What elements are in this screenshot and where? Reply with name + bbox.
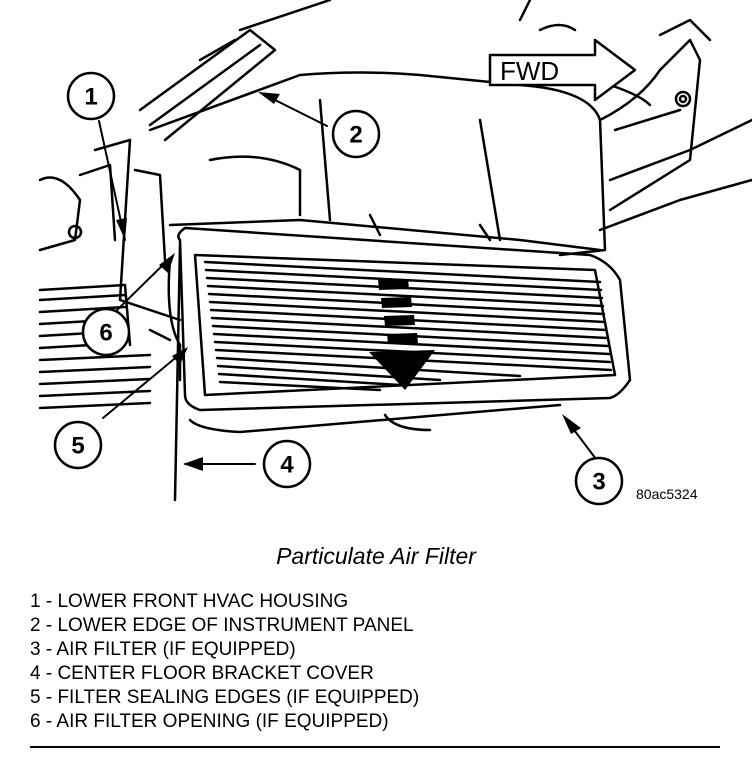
legend-list: 1 - LOWER FRONT HVAC HOUSING 2 - LOWER E… — [30, 590, 419, 734]
legend-item: 6 - AIR FILTER OPENING (IF EQUIPPED) — [30, 711, 389, 732]
callout-3-number: 3 — [592, 469, 605, 496]
figure-reference-code: 80ac5324 — [636, 486, 698, 502]
leader-arrowheads — [116, 92, 581, 471]
instrument-panel-lower-edge — [138, 0, 332, 142]
callout-3-circle — [574, 456, 624, 506]
callout-6-number: 6 — [99, 320, 112, 347]
removal-direction-arrow — [369, 279, 435, 390]
callout-numbers: 1 2 3 4 5 6 — [71, 84, 605, 496]
callout-4-circle — [262, 439, 312, 489]
legend-item: 1 - LOWER FRONT HVAC HOUSING — [30, 591, 349, 612]
legend-item: 5 - FILTER SEALING EDGES (IF EQUIPPED) — [30, 687, 420, 708]
fwd-label: FWD — [500, 56, 559, 86]
callout-2-number: 2 — [349, 122, 362, 149]
bottom-divider — [30, 746, 720, 748]
legend-item: 4 - CENTER FLOOR BRACKET COVER — [30, 663, 374, 684]
air-filter — [177, 226, 632, 434]
callout-5-circle — [53, 420, 103, 470]
callout-circles — [53, 71, 624, 506]
right-side-structure — [518, 0, 752, 232]
air-filter-illustration: 1 2 3 4 5 6 FWD — [38, 0, 752, 506]
legend-item: 3 - AIR FILTER (IF EQUIPPED) — [30, 639, 296, 660]
legend-item: 2 - LOWER EDGE OF INSTRUMENT PANEL — [30, 615, 414, 636]
callout-6-circle — [81, 307, 131, 357]
figure-title: Particulate Air Filter — [276, 543, 476, 569]
callout-4-number: 4 — [280, 452, 294, 479]
callout-5-number: 5 — [71, 433, 84, 460]
fwd-direction-arrow — [488, 38, 637, 102]
floor-bracket-cover — [148, 243, 182, 502]
callout-1-number: 1 — [84, 84, 97, 111]
callout-2-circle — [331, 109, 381, 159]
hvac-housing — [78, 71, 607, 322]
callout-1-circle — [66, 71, 116, 121]
